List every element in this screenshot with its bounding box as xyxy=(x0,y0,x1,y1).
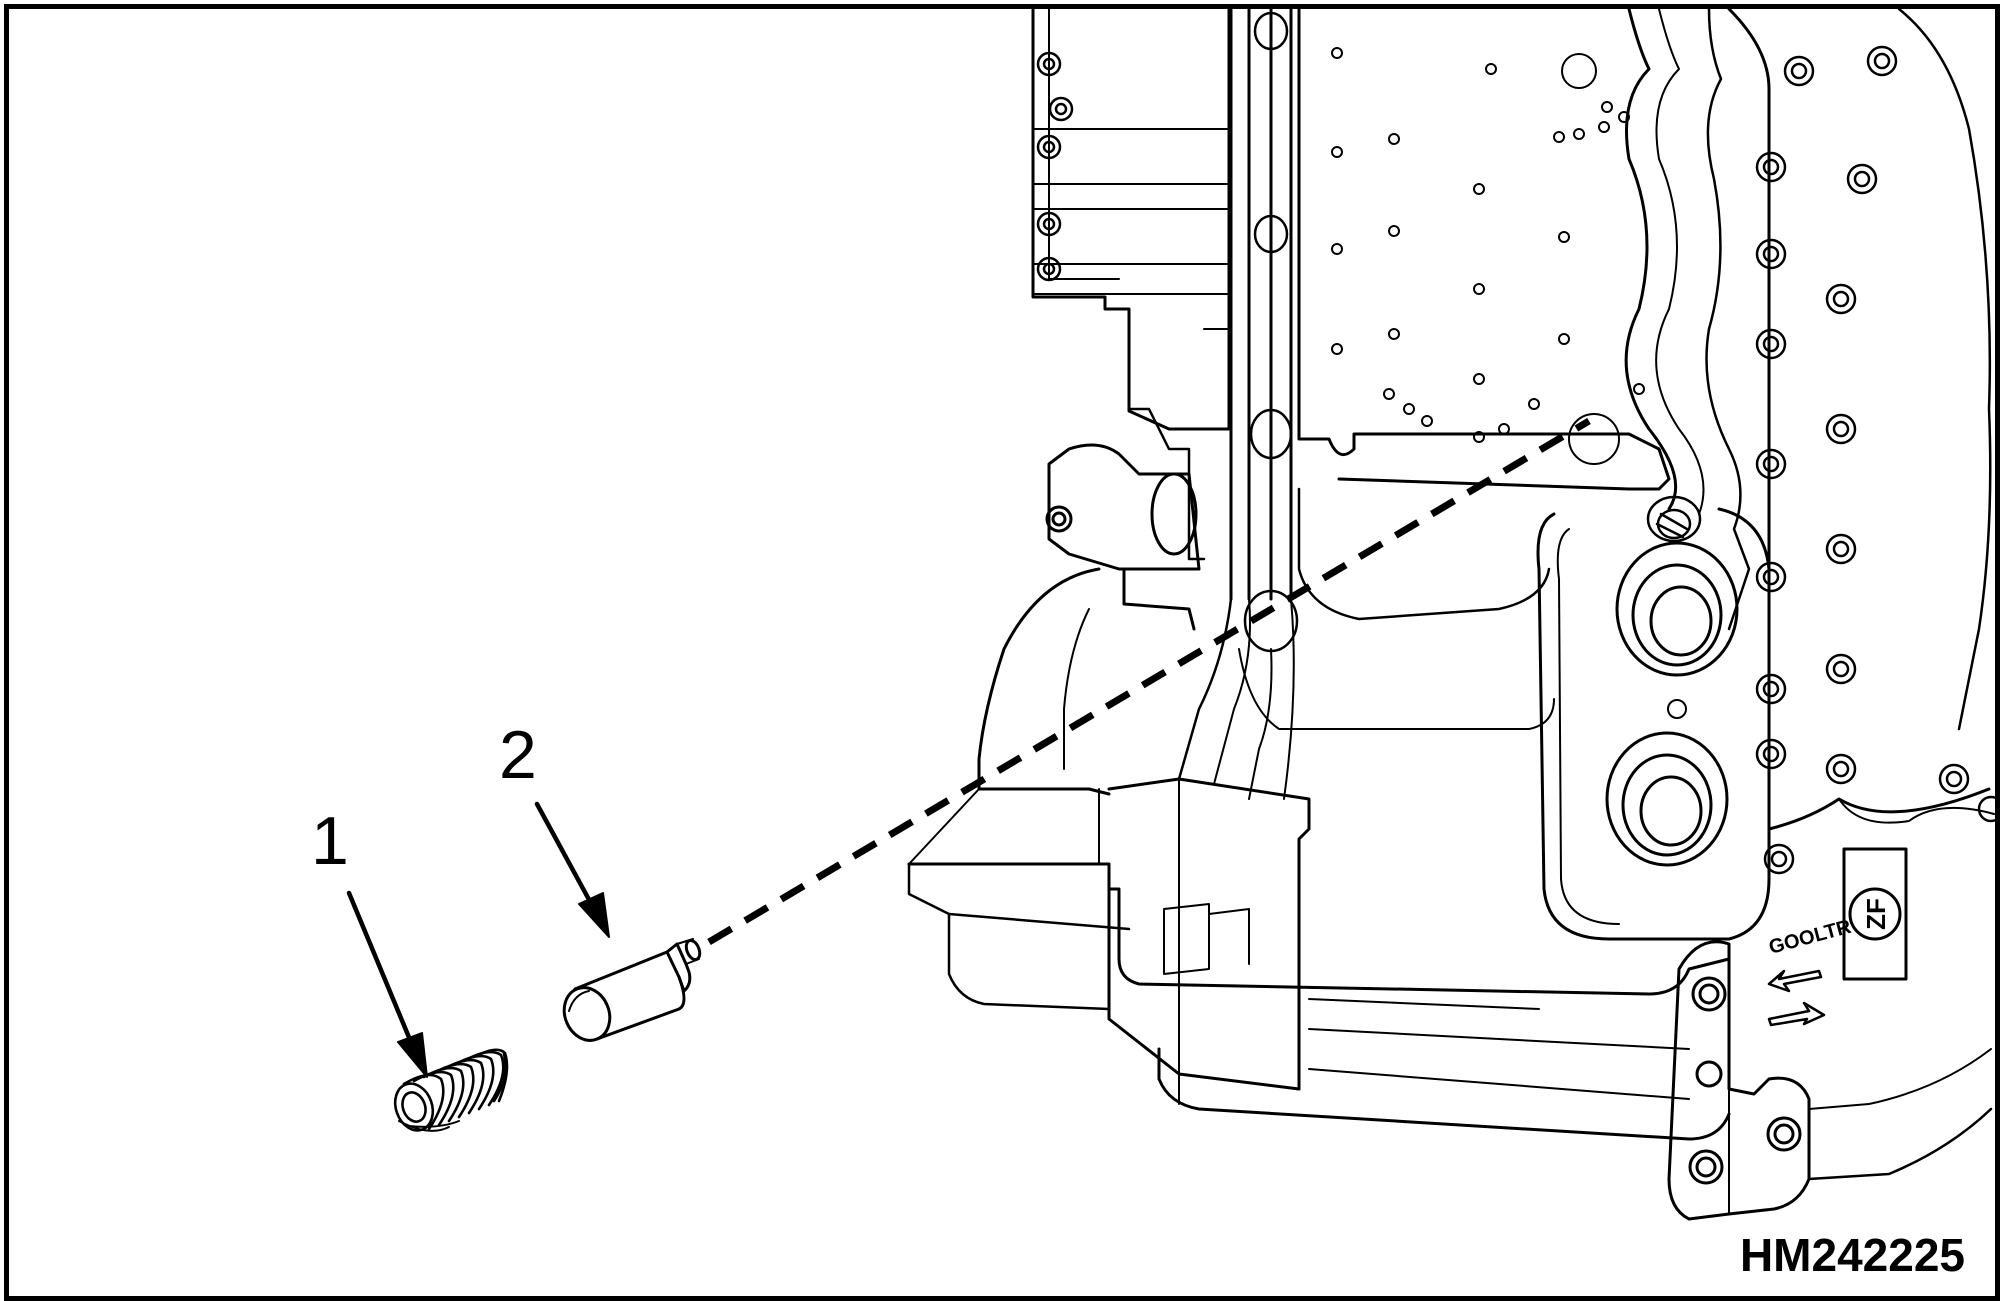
valve-body-holes xyxy=(1331,47,1645,465)
exploded-view-diagram: ZF GOOLTR xyxy=(346,9,1995,1221)
callout-arrow-1 xyxy=(346,890,428,1078)
callout-label-spring: 1 xyxy=(311,803,349,879)
zf-logo-text: ZF xyxy=(1861,898,1891,930)
figure-frame: ZF GOOLTR xyxy=(4,4,2000,1301)
bottom-right-bracket xyxy=(1667,940,1993,1221)
housing-front-plate xyxy=(1107,777,1311,1091)
valve-fitting xyxy=(1646,495,1702,543)
callout-label-piston: 2 xyxy=(499,717,537,793)
left-mount-bracket xyxy=(1045,443,1201,631)
spring-part xyxy=(393,1048,509,1132)
valve-body-right-edge xyxy=(1624,9,1678,511)
housing-outer-right xyxy=(1727,9,1991,831)
hydraulic-ports xyxy=(1605,541,1739,867)
piston-part xyxy=(562,938,702,1042)
flange-bolts-right xyxy=(1755,45,1995,875)
cast-rotation-text: GOOLTR xyxy=(1767,916,1854,959)
figure-code: HM242225 xyxy=(1739,1229,1965,1281)
flange-bolts-left xyxy=(1036,51,1074,282)
transmission-housing: ZF GOOLTR xyxy=(907,9,1995,1221)
housing-bottom-rail xyxy=(1157,1047,1731,1141)
callout-arrow-2 xyxy=(534,801,610,938)
housing-left-flange xyxy=(1031,9,1231,431)
housing-lower-rail xyxy=(907,862,1731,996)
housing-lower-body xyxy=(977,567,1111,796)
assembly-path-dashed xyxy=(707,417,1591,946)
valve-body-panel xyxy=(1297,9,1671,491)
zf-logo-plate: ZF xyxy=(1842,847,1908,981)
housing-center-rib xyxy=(1229,9,1293,601)
cast-direction-arrows xyxy=(1767,969,1826,1027)
